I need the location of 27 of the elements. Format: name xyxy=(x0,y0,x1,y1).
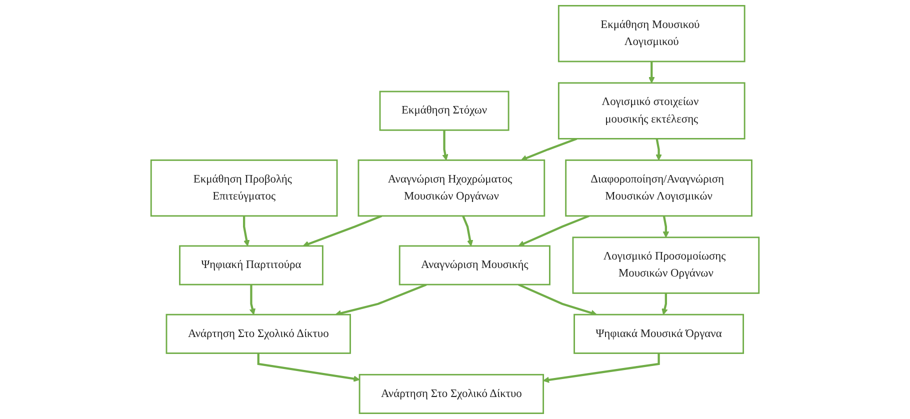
node-box: Εκμάθηση Προβολής Επιτεύγματος xyxy=(150,159,338,217)
arrow xyxy=(442,130,448,160)
arrow xyxy=(302,214,382,247)
arrow xyxy=(335,284,427,316)
arrow xyxy=(518,284,598,316)
arrow xyxy=(648,62,655,84)
node-box: Εκμάθηση Μουσικού Λογισμικού xyxy=(558,5,746,62)
node-box: Ψηφιακά Μουσικά Όργανα xyxy=(574,314,744,354)
node-box: Λογισμικό Προσομοίωσης Μουσικών Οργάνων xyxy=(572,236,760,294)
arrow xyxy=(462,216,474,246)
node-box: Ανάρτηση Στο Σχολικό Δίκτυο xyxy=(166,314,351,354)
arrow xyxy=(662,216,670,238)
arrow xyxy=(662,293,668,315)
arrow xyxy=(518,214,590,247)
node-box: Αναγνώριση Μουσικής xyxy=(398,245,550,286)
node-box: Ανάρτηση Στο Σχολικό Δίκτυο xyxy=(358,374,544,414)
node-box: Διαφοροποίηση/Αναγνώριση Μουσικών Λογισμικών xyxy=(565,159,752,217)
arrow xyxy=(543,353,660,383)
node-box: Εκμάθηση Στόχων xyxy=(379,90,510,131)
node-box: Αναγνώριση Ηχοχρώματος Μουσικών Οργάνων xyxy=(358,159,546,217)
arrow xyxy=(656,138,662,160)
arrow xyxy=(243,216,250,246)
arrow xyxy=(520,138,578,161)
node-box: Ψηφιακή Παρτιτούρα xyxy=(179,245,324,286)
arrow xyxy=(249,284,256,315)
node-box: Λογισμικό στοιχείων μουσικής εκτέλεσης xyxy=(558,82,746,140)
arrow xyxy=(257,353,360,382)
